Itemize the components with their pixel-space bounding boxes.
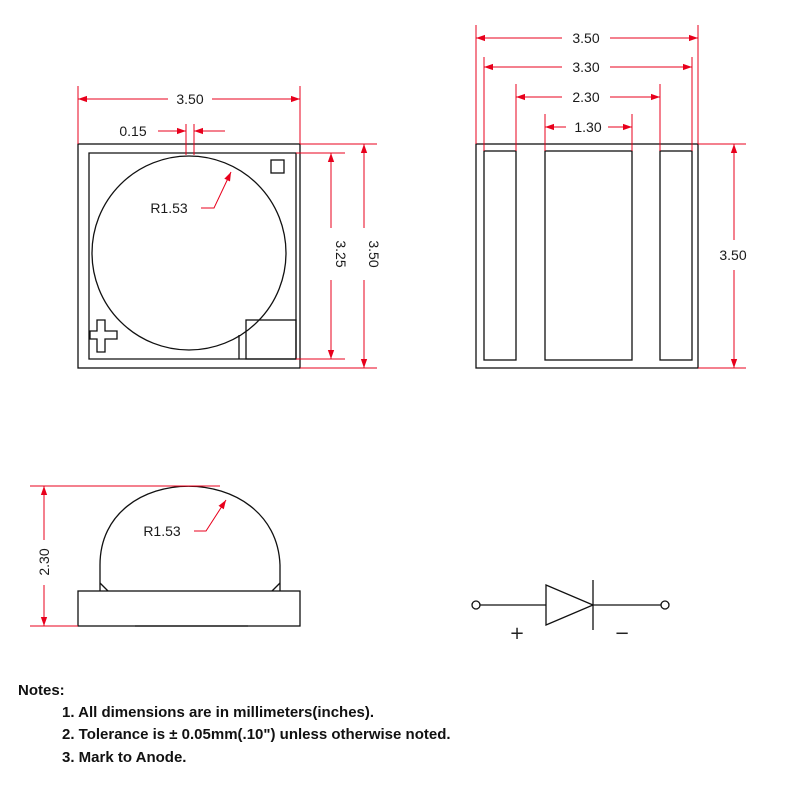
diode-triangle-icon xyxy=(545,584,595,626)
note-1: 1. All dimensions are in millimeters(inc… xyxy=(62,704,374,721)
anode-sign: + xyxy=(509,623,524,644)
bottom-view: 3.50 3.30 2.30 1.30 3.50 xyxy=(475,25,747,369)
lens-circle xyxy=(91,155,287,351)
top-inner-height-label: 3.25 xyxy=(333,240,349,267)
side-view-dome xyxy=(99,485,281,591)
notes: Notes: 1. All dimensions are in millimet… xyxy=(18,682,451,766)
bottom-center-pad-label: 1.30 xyxy=(574,119,601,135)
top-height-label: 3.50 xyxy=(366,240,382,267)
bottom-center-pad xyxy=(544,150,633,361)
top-width-label: 3.50 xyxy=(176,91,203,107)
top-radius-label: R1.53 xyxy=(150,200,188,216)
bottom-inner-span-label: 2.30 xyxy=(572,89,599,105)
bottom-view-body xyxy=(475,143,699,369)
cathode-sign: − xyxy=(614,623,629,644)
side-view: 2.30 R1.53 xyxy=(30,485,301,627)
top-view-body xyxy=(77,143,301,369)
side-radius-label: R1.53 xyxy=(143,523,181,539)
side-view-base xyxy=(77,590,301,627)
notes-title: Notes: xyxy=(18,682,65,699)
top-gap-label: 0.15 xyxy=(119,123,146,139)
bottom-right-pad xyxy=(659,150,693,361)
note-2: 2. Tolerance is ± 0.05mm(.10") unless ot… xyxy=(62,726,451,743)
top-view: 3.50 0.15 R1.53 3.25 3.50 xyxy=(77,86,382,369)
side-height-label: 2.30 xyxy=(36,548,52,575)
diode-schematic: + − xyxy=(471,580,670,644)
anode-terminal xyxy=(471,600,481,610)
anode-cross-mark xyxy=(89,319,118,353)
bottom-height-label: 3.50 xyxy=(719,247,746,263)
cathode-terminal xyxy=(660,600,670,610)
note-3: 3. Mark to Anode. xyxy=(62,749,186,766)
top-view-electrode-pad xyxy=(245,319,297,360)
bottom-outer-pads-label: 3.30 xyxy=(572,59,599,75)
bottom-left-pad xyxy=(483,150,517,361)
bottom-width-label: 3.50 xyxy=(572,30,599,46)
corner-mark-square xyxy=(270,159,285,174)
